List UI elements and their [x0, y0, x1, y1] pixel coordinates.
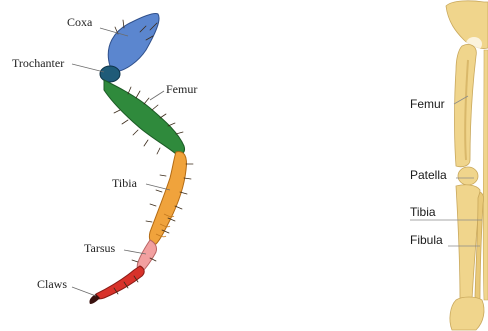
tibia-segment — [149, 152, 186, 244]
claws-leader — [72, 287, 96, 296]
tibia-label: Tibia — [112, 176, 138, 190]
femur-label: Femur — [166, 82, 197, 96]
femur-leader — [150, 91, 164, 100]
human-leg: Femur Patella Tibia Fibula — [410, 1, 488, 330]
trochanter-leader — [72, 64, 104, 72]
trochanter-segment — [100, 66, 120, 82]
other-leg-bone — [483, 50, 488, 300]
trochanter-label: Trochanter — [12, 56, 64, 70]
human-tibia-label: Tibia — [410, 205, 436, 219]
tarsus-label: Tarsus — [84, 241, 115, 255]
insect-leg: Coxa Trochanter Femur Tibia Tarsus Claws — [12, 13, 197, 304]
coxa-label: Coxa — [67, 15, 93, 29]
coxa-segment — [108, 13, 159, 72]
claws-label: Claws — [37, 277, 67, 291]
ankle-bones — [450, 297, 484, 330]
patella-bone — [458, 167, 478, 185]
claws-segment — [95, 266, 144, 299]
patella-label: Patella — [410, 168, 447, 182]
human-femur-label: Femur — [410, 97, 445, 111]
fibula-label: Fibula — [410, 233, 443, 247]
